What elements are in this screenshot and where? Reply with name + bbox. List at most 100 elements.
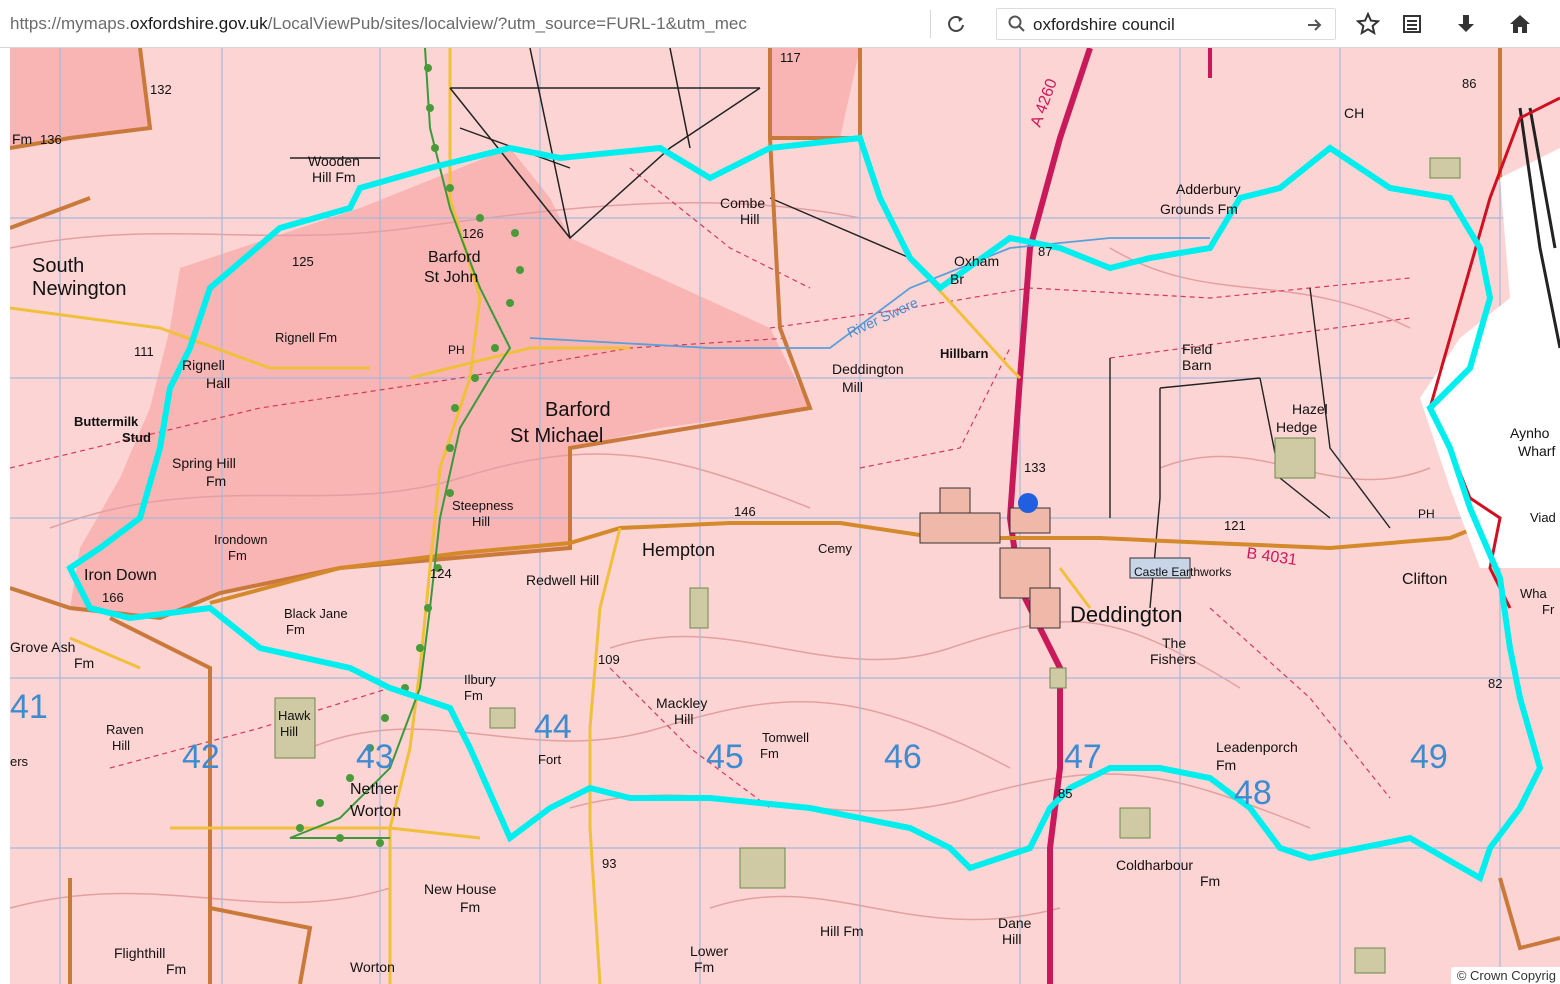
label-new-house: New House [424,881,497,897]
spot-heights: 132 136 125 126 111 146 133 121 124 109 … [40,50,1502,871]
label-south-newington: South [32,255,84,277]
height-121: 121 [1224,518,1246,533]
url-fade [840,10,920,38]
go-arrow-icon[interactable] [1305,16,1323,34]
label-ilbury: Ilbury [464,672,496,687]
footpaths [10,167,1411,809]
height-124: 124 [430,566,452,581]
label-b4031: B 4031 [1245,545,1298,569]
grid-46: 46 [884,738,922,776]
label-nether-worton-2: Worton [350,803,401,820]
parish-area-barford [70,148,810,618]
grid-44: 44 [534,708,572,746]
grid-41: 41 [10,688,48,726]
download-button[interactable] [1450,8,1482,40]
ward-boundary [66,134,1544,883]
bookmark-star-icon [1356,12,1380,36]
height-93: 93 [602,856,616,871]
address-bar[interactable]: https://mymaps.oxfordshire.gov.uk/LocalV… [10,12,905,36]
label-coldharbour: Coldharbour [1116,857,1193,873]
label-lower-fm: Lower [690,943,728,959]
label-mackley: Mackley [656,695,707,711]
reload-icon [948,16,964,32]
label-rignell-hall: Rignell [182,357,225,373]
url-domain: oxfordshire.gov.uk [129,14,268,33]
search-input[interactable]: oxfordshire council [1033,15,1175,34]
url-path: /LocalViewPub/sites/localview/?utm_sourc… [267,14,747,33]
label-the-fishers-2: Fishers [1150,651,1196,667]
label-flighthill: Flighthill [114,945,165,961]
label-lower-fm-2: Fm [694,959,714,975]
label-cemy: Cemy [818,541,852,556]
river-swere [529,237,1210,349]
label-aynho-2: Wharf [1518,443,1555,459]
label-raven-2: Hill [112,738,130,753]
map-view[interactable]: South Newington Barford St John Barford … [10,48,1560,984]
aynho-wharf-area [1420,148,1560,568]
reading-list-button[interactable] [1396,8,1428,40]
label-deddington-mill: Deddington [832,361,904,377]
canal2 [1528,107,1557,249]
height-111: 111 [134,344,154,359]
label-wooden-hill-2: Hill Fm [312,169,356,185]
label-deddington-mill-2: Mill [842,379,863,395]
label-wha: Wha [1520,586,1548,601]
grid-numbers: 41 42 43 44 45 46 47 48 49 [10,688,1448,812]
height-82: 82 [1488,676,1502,691]
grid-42: 42 [182,738,220,776]
reload-button[interactable] [940,8,972,40]
label-barford-st-john: Barford [428,249,480,266]
parish-area-nw [10,48,150,148]
location-marker [1018,493,1038,513]
label-hazel-hedge-2: Hedge [1276,419,1317,435]
height-85: 85 [1058,786,1072,801]
label-hawk-2: Hill [280,724,298,739]
label-iron-down: Iron Down [84,567,157,584]
height-136: 136 [40,132,62,147]
height-126: 126 [462,226,484,241]
label-buttermilk-2: Stud [122,430,151,445]
label-south-newington-2: Newington [32,278,127,300]
bookmark-button[interactable] [1352,8,1384,40]
label-dane-hill-2: Hill [1002,931,1021,947]
label-leadenporch-2: Fm [1216,757,1236,773]
label-a4260: A 4260 [1028,77,1061,130]
label-irondown-2: Fm [228,548,247,563]
label-castle: Castle Earthworks [1134,565,1231,579]
home-button[interactable] [1504,8,1536,40]
reading-list-icon [1403,15,1421,33]
canal [1518,107,1560,349]
label-field-barn-2: Barn [1182,357,1212,373]
grid-47: 47 [1064,738,1102,776]
search-box[interactable]: oxfordshire council [996,8,1336,40]
label-buttermilk: Buttermilk [74,414,139,429]
height-87: 87 [1038,244,1052,259]
label-tomwell: Tomwell [762,730,809,745]
label-hill-fm: Hill Fm [820,923,864,939]
label-adderbury-2: Grounds Fm [1160,201,1238,217]
woodland [274,157,1461,974]
label-the-fishers: The [1162,635,1186,651]
label-ph-1: PH [448,343,465,357]
label-ilbury-2: Fm [464,688,483,703]
label-wha-2: Fr [1542,602,1555,617]
label-viad: Viad [1530,510,1556,525]
label-rignell-hall-2: Hall [206,375,230,391]
label-steepness-2: Hill [472,514,490,529]
label-river-swere: River Swere [845,294,921,341]
label-leadenporch: Leadenporch [1216,739,1298,755]
height-109: 109 [598,652,620,667]
search-icon [1008,15,1025,32]
label-tomwell-2: Fm [760,746,779,761]
label-black-jane: Black Jane [284,606,348,621]
railway-line [289,48,512,839]
copyright-notice: © Crown Copyrig [1450,967,1560,984]
label-hempton: Hempton [642,540,715,560]
label-ch: CH [1344,105,1364,121]
label-fm136: Fm [12,131,32,147]
airfield [449,48,761,240]
label-ph-2: PH [1418,507,1435,521]
label-barford-st-john-2: St John [424,269,478,286]
grid-48: 48 [1234,774,1272,812]
label-new-house-2: Fm [460,899,480,915]
